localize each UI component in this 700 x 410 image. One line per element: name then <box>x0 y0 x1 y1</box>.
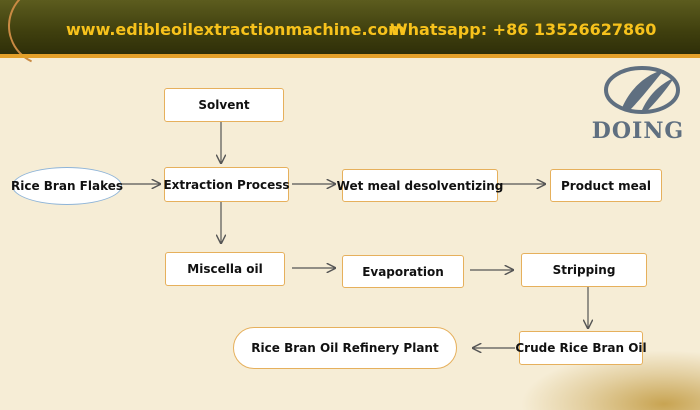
node-evaporation: Evaporation <box>342 255 464 288</box>
logo-text: DOING <box>591 118 685 144</box>
node-product-meal: Product meal <box>550 169 662 202</box>
node-solvent: Solvent <box>164 88 284 122</box>
node-crude-rice-bran-oil: Crude Rice Bran Oil <box>515 331 647 365</box>
node-miscella-oil: Miscella oil <box>165 252 285 286</box>
node-refinery-plant: Rice Bran Oil Refinery Plant <box>233 327 457 369</box>
node-stripping: Stripping <box>521 253 647 287</box>
node-wet-meal-desolventizing: Wet meal desolventizing <box>337 169 503 202</box>
node-rice-bran-flakes: Rice Bran Flakes <box>11 167 123 205</box>
doing-logo-icon <box>604 66 680 114</box>
header-underline <box>0 54 700 58</box>
node-extraction-process: Extraction Process <box>163 167 290 202</box>
header-banner: www.edibleoilextractionmachine.com Whats… <box>0 0 700 78</box>
website-link[interactable]: www.edibleoilextractionmachine.com <box>66 20 405 39</box>
whatsapp-contact: Whatsapp: +86 13526627860 <box>390 20 657 39</box>
